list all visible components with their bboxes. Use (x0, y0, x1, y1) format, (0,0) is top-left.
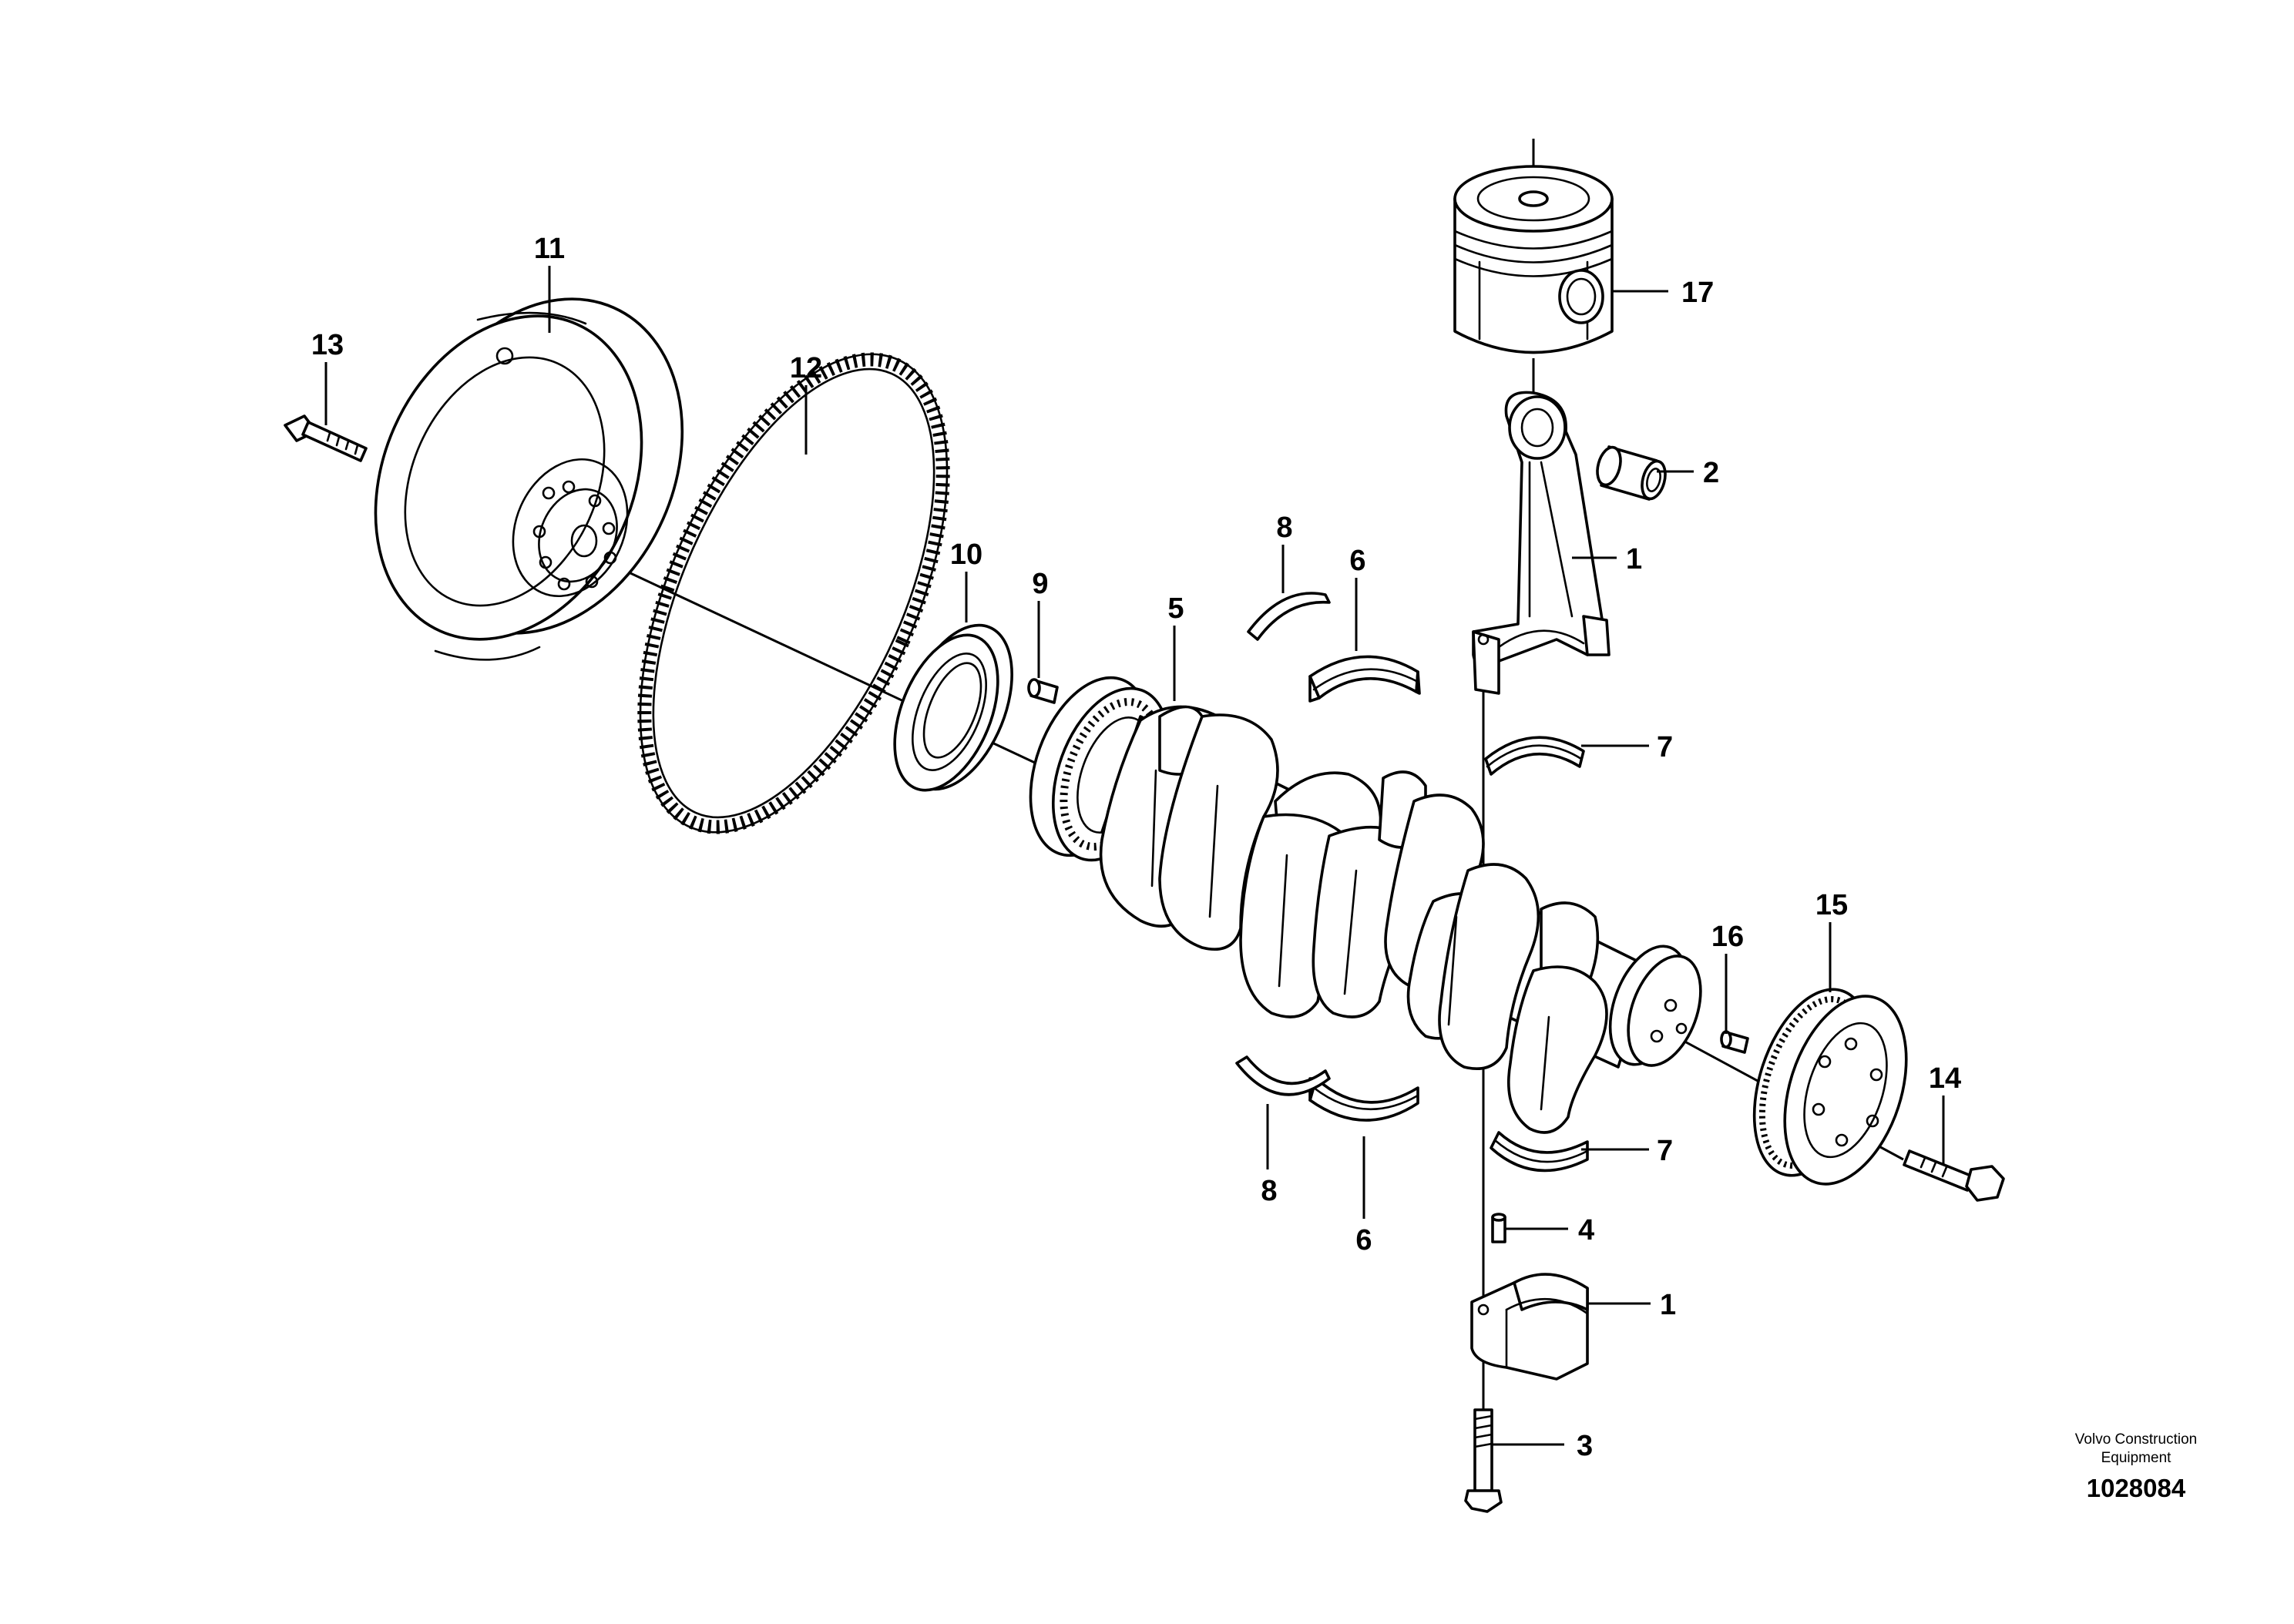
callout-8a: 8 (1276, 512, 1292, 544)
callout-6b: 6 (1355, 1224, 1372, 1257)
callout-3: 3 (1577, 1430, 1593, 1462)
callout-7a: 7 (1657, 731, 1673, 763)
callout-6a: 6 (1349, 545, 1365, 577)
callout-17: 17 (1681, 277, 1714, 309)
main-bearing-shell-lower (1308, 1077, 1419, 1122)
crankshaft-pulley (1752, 988, 1908, 1186)
piston-pin-bushing (1596, 445, 1667, 501)
pulley-bolt (1903, 1149, 2005, 1202)
thrust-washer-lower (1235, 1055, 1331, 1096)
rod-bearing-shell-upper (1484, 736, 1585, 776)
callout-11: 11 (534, 233, 565, 265)
callout-13: 13 (311, 329, 344, 361)
piston (1453, 165, 1614, 393)
connecting-rod (1472, 391, 1611, 695)
callout-4: 4 (1578, 1214, 1594, 1247)
cap-screw (1464, 1408, 1503, 1513)
thrust-washer-upper (1247, 592, 1331, 641)
flywheel-bolt (284, 414, 368, 462)
callout-1b: 1 (1660, 1289, 1676, 1321)
ring-gear (637, 352, 950, 834)
company-name-line2: Equipment (2101, 1450, 2172, 1466)
callout-16: 16 (1711, 921, 1744, 953)
connecting-rod-cap (1470, 1273, 1589, 1381)
dowel-pin-9 (1027, 678, 1059, 704)
company-name-line1: Volvo Construction (2075, 1431, 2197, 1448)
callout-14: 14 (1929, 1062, 1961, 1095)
callout-10: 10 (950, 539, 982, 571)
callout-5: 5 (1167, 592, 1184, 625)
sleeve-pin (1491, 1213, 1506, 1243)
crankshaft (1029, 676, 1702, 1134)
callout-7b: 7 (1657, 1135, 1673, 1167)
callout-1a: 1 (1626, 543, 1642, 575)
flywheel (374, 297, 684, 661)
callout-2: 2 (1703, 457, 1719, 489)
main-bearing-shell-upper (1308, 655, 1421, 703)
rod-bearing-shell-lower (1490, 1131, 1589, 1173)
drawing-number: 1028084 (2087, 1474, 2186, 1502)
callout-15: 15 (1815, 889, 1848, 921)
callout-8b: 8 (1261, 1175, 1277, 1207)
crankshaft-seal (893, 623, 1013, 792)
callout-12: 12 (790, 352, 822, 384)
dowel-pin-16 (1720, 1030, 1749, 1054)
callout-9: 9 (1032, 568, 1048, 600)
